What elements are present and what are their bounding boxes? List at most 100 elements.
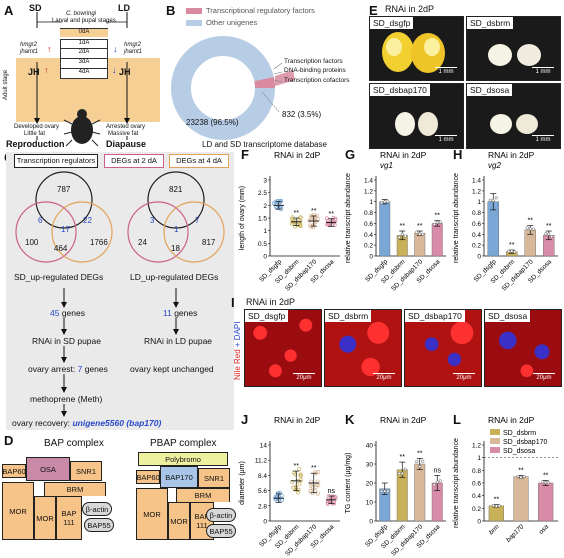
scale-bar: 1 mm [532,67,554,75]
y-tick-label: 0 [477,519,481,526]
scale-bar: 20μm [453,373,475,381]
significance-label: ** [400,454,406,461]
scale-bar: 20μm [533,373,555,381]
venn-count: 1 [174,225,179,234]
pane-label: SD_dsosa [485,310,531,322]
data-point [278,490,282,495]
data-point [544,480,548,485]
database-caption: LD and SD transcriptome database [202,140,327,149]
sd-jh-label: JH [28,67,40,77]
significance-label: ** [311,465,317,472]
y-tick-label: 0 [477,254,481,261]
significance-label: ** [417,450,423,457]
donut-chart [171,36,295,140]
panel-label-b: B [166,3,176,18]
ovary-arrest-step: ovary arrest: 7 genes [28,364,108,374]
pane-label: SD_dsosa [467,84,513,96]
y-tick-label: 1 [477,199,481,206]
venn-count: 17 [61,225,70,234]
bap-subunit: MOR [2,482,34,540]
ld-label: LD [118,3,130,13]
data-point [308,488,313,493]
sd-outcome-ovary: Developed ovary [14,124,60,130]
y-tick-label: 0.2 [472,506,481,513]
y-tick-label: 5.6 [258,488,267,495]
data-point [510,249,514,253]
pane-label: SD_dsbrm [467,17,514,29]
y-tick-label: 0.2 [364,243,373,250]
y-tick-label: 2.5 [258,190,267,197]
bar [414,463,426,522]
chart-title: RNAi in 2dP [274,150,321,160]
data-point [298,215,303,220]
venn-count: 7 [195,216,200,225]
data-point [383,200,387,204]
scale-bar: 1 mm [435,67,457,75]
venn-count: 1766 [90,238,108,247]
significance-label: ** [509,242,515,249]
y-tick-label: 14 [260,443,268,450]
down-arrow-icon: ↓ [113,44,118,54]
ld-gene-jhamt1: jhamt1 [124,49,143,55]
y-tick-label: 0.8 [472,468,481,475]
y-tick-label: 1.2 [364,188,373,195]
data-point [491,503,495,508]
down-arrow-icon: ↓ [112,65,117,75]
data-point [383,489,387,493]
data-point [308,223,312,228]
bap-subunit: OSA [26,457,70,481]
y-tick-label: 0.4 [472,232,481,239]
legend-swatch-other [186,20,202,26]
x-tick-label: brm [488,523,501,536]
data-point [297,467,302,471]
data-point [290,215,295,220]
significance-label: ** [294,463,300,470]
data-point [298,222,303,227]
data-point [386,200,390,204]
chart-subtitle: vg1 [380,161,393,170]
data-point [298,224,303,229]
data-point [380,489,384,493]
data-point [525,226,529,230]
data-point [547,481,551,485]
i-title: RNAi in 2dP [246,297,296,307]
bap-subunit: BAP55 [84,518,114,532]
day-item: 1dA [60,39,108,49]
e-title: RNAi in 2dP [385,4,435,14]
y-tick-label: 0 [263,519,267,526]
bar [488,505,504,522]
data-point [418,232,422,236]
pbap-subunit: Polybromo [138,452,228,466]
data-point [488,198,492,202]
y-tick-label: 1.4 [472,178,481,185]
significance-label: ns [328,488,336,495]
venn-count: 22 [83,216,92,225]
up-arrow-icon: ↑ [47,44,52,54]
bap-subunit: MOR [34,496,56,540]
ovary-unchanged-step: ovary kept unchanged [130,364,214,374]
data-point [400,471,404,476]
y-tick-label: 1.2 [472,188,481,195]
pane-label: SD_dsgfp [370,17,414,29]
data-point [531,227,535,231]
y-tick-label: 1.4 [364,178,373,185]
bap-subunit: SNR1 [70,461,102,481]
data-point [293,472,298,477]
ovary-image-dsbap170: SD_dsbap170 1 mm [369,83,464,149]
y-axis-label: diameter (μm) [239,461,246,505]
fat-body-image-dsgfp: SD_dsgfp 20μm [244,309,322,387]
pbap-subunit: BRM [176,488,230,502]
ovary-image-dsgfp: SD_dsgfp 1 mm [369,16,464,81]
data-point [331,215,336,220]
panel-i: SD_dsgfp 20μm SD_dsbrm 20μm SD_dsbap170 … [244,309,562,387]
stain-side-label: Nile Red + DAPI [233,321,242,380]
data-point [491,199,495,203]
y-tick-label: 0.4 [364,232,373,239]
y-tick-label: 0.2 [472,243,481,250]
data-point [513,250,517,254]
data-point [421,459,425,463]
significance-label: ** [311,208,317,215]
x-tick-label: osa [538,523,551,536]
y-axis-label: relative transcript abundance [453,438,460,528]
